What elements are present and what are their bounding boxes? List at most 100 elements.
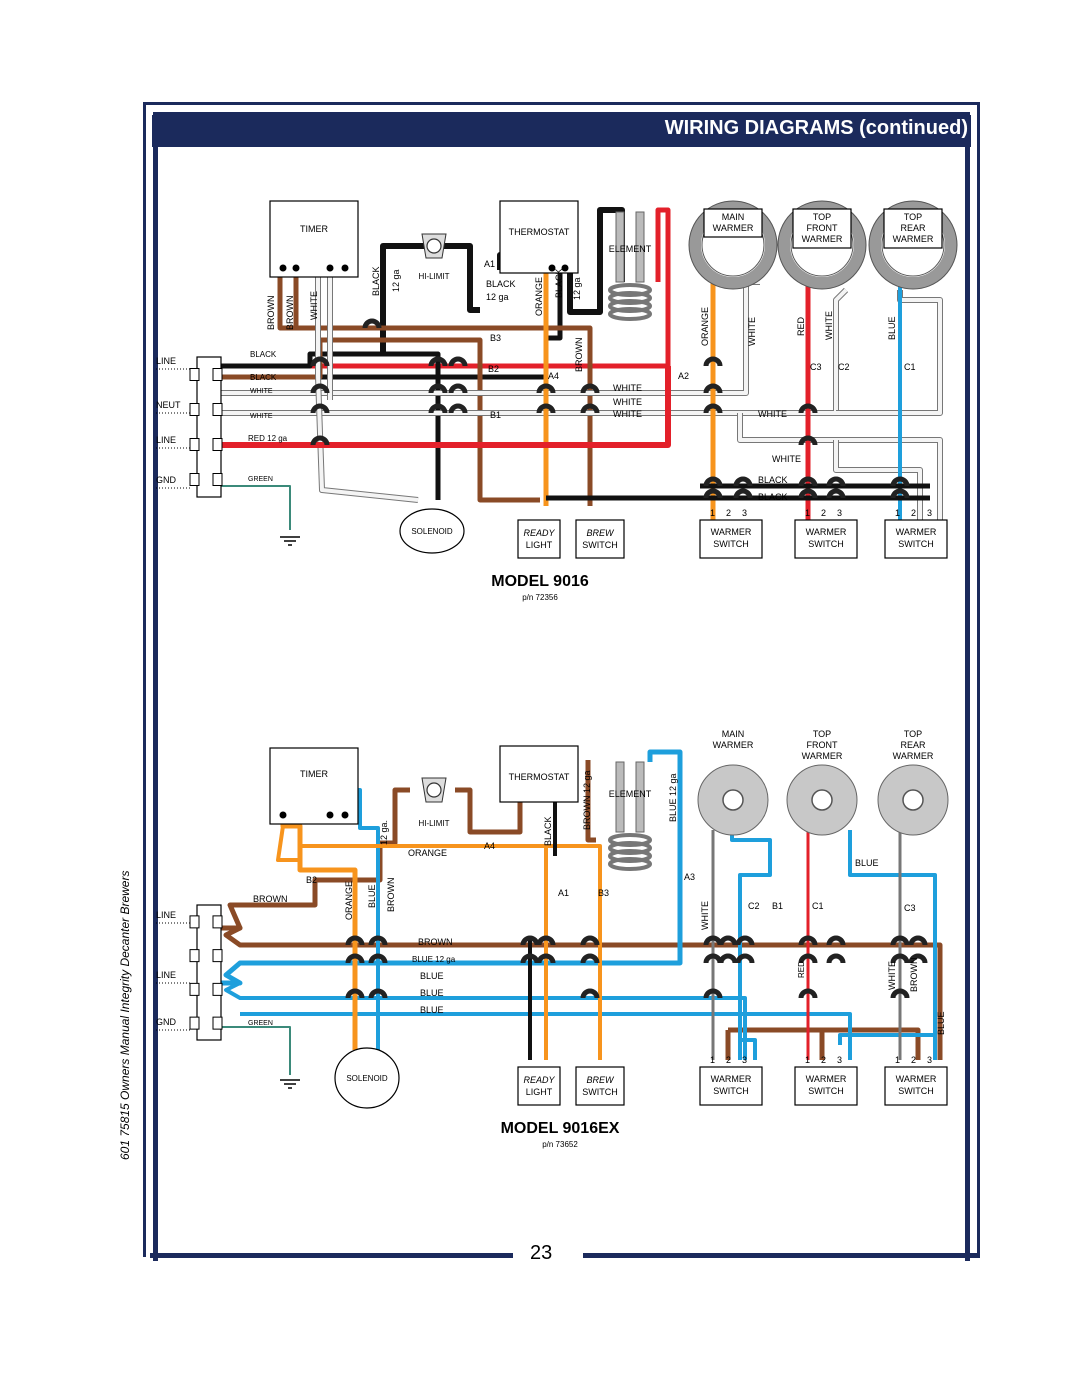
wire-crossover [368,935,388,946]
switch-terminal-2: 2 [726,1055,731,1065]
terminal-screw [189,915,200,929]
timer-terminal [279,264,287,272]
timer-label: TIMER [300,769,328,779]
wire-brown-line [210,787,410,931]
wire-label: BROWN [386,878,396,913]
terminal-screw [212,368,223,381]
terminal-screw [212,982,223,996]
connection-point-label: B2 [306,875,317,885]
timer-terminal [292,264,300,272]
wire-label: RED 12 ga [248,434,288,443]
wire-label: BLUE [936,1011,946,1035]
model-title: MODEL 9016 [491,573,589,590]
ready-light [517,519,561,559]
wire-label: ORANGE [534,277,544,316]
wire-label: BROWN 12 ga [582,770,592,830]
solenoid [399,508,465,554]
switch-terminal-2: 2 [911,508,916,518]
wire-crossover [448,356,468,367]
terminal-screw [212,915,223,929]
timer-box [269,200,359,278]
connection-point-label: C3 [904,903,916,913]
wire-brown-hilimit [455,787,523,835]
solenoid [334,1047,400,1109]
timer-terminal [279,811,287,819]
wire-label: 12 ga. [379,820,389,845]
wire-label: BLUE [887,316,897,340]
warmer-label-box [883,208,943,249]
wire-crossover [798,435,818,446]
terminal-screw [212,438,223,451]
terminal-label: NEUT [156,400,181,410]
wire-label: WHITE [887,961,897,990]
switch-terminal-1: 1 [805,508,810,518]
wire-crossover [890,988,910,999]
wire-white-rear [836,290,942,415]
wire-crossover [362,318,382,329]
wire-crossover [520,953,540,964]
wire-crossover [798,476,818,487]
connection-point-label: C1 [812,901,824,911]
hi-limit-disc [426,782,442,798]
wire-label: BLUE 12 ga [668,773,678,822]
warmer-switch [794,1066,858,1106]
wire-crossover [826,935,846,946]
warmer-switch [884,1066,948,1106]
wire-crossover [580,935,600,946]
terminal-screw [212,403,223,416]
wire-crossover [890,935,910,946]
brew-switch-label: SWITCH [582,540,618,550]
heating-element-leg [615,761,625,833]
wire-white-bus-2-outline [833,440,923,520]
switch-terminal-3: 3 [837,1055,842,1065]
wire-blue-rear [848,830,937,1060]
terminal-screw [212,473,223,486]
warmer-switch-label: WARMER [896,527,937,537]
wire-label: RED [797,961,806,978]
switch-terminal-2: 2 [911,1055,916,1065]
wire-label: WHITE [758,409,787,419]
wire-label: RED [796,316,806,336]
wire-brown-warmers [680,942,943,1060]
thermostat-terminal [561,264,569,272]
wire-crossover [310,403,330,414]
page-frame [143,102,980,1261]
switch-terminal-3: 3 [927,1055,932,1065]
switch-terminal-3: 3 [837,508,842,518]
page-frame-inner [153,112,970,1261]
wire-crossover [428,356,448,367]
terminal-label: LINE [156,435,176,445]
brew-switch-label: SWITCH [582,1087,618,1097]
terminal-screw [189,949,200,963]
wire-crossover [428,383,448,394]
terminal-screw [189,1016,200,1030]
wire-label: ORANGE [344,881,354,920]
warmer-label: MAIN [722,212,745,222]
terminal-screw [212,949,223,963]
wire-label: WHITE [309,291,319,320]
wire-crossover [580,988,600,999]
wire-red-element [208,207,671,369]
switch-terminal-1: 1 [710,1055,715,1065]
wire-crossover [826,476,846,487]
wire-label: WHITE [824,311,834,340]
wire-crossover [536,383,556,394]
wire-crossover [703,356,723,367]
wire-label: WHITE [613,409,642,419]
wire-label: BLUE [420,971,444,981]
switch-terminal-2: 2 [726,508,731,518]
wire-orange-bus [276,825,602,1060]
warmer-label: REAR [900,740,926,750]
warmer-plate-outer [688,200,778,290]
wire-green-ground [208,1026,291,1075]
wire-blue-3 [240,1012,852,1060]
wire-crossover [428,403,448,414]
warmer-switch [884,519,948,559]
wire-crossover [908,953,928,964]
warmer-label: TOP [904,729,922,739]
timer-terminal [341,264,349,272]
connection-point-label: B1 [772,901,783,911]
element-label: ELEMENT [609,789,652,799]
wire-label: BROWN [266,296,276,331]
